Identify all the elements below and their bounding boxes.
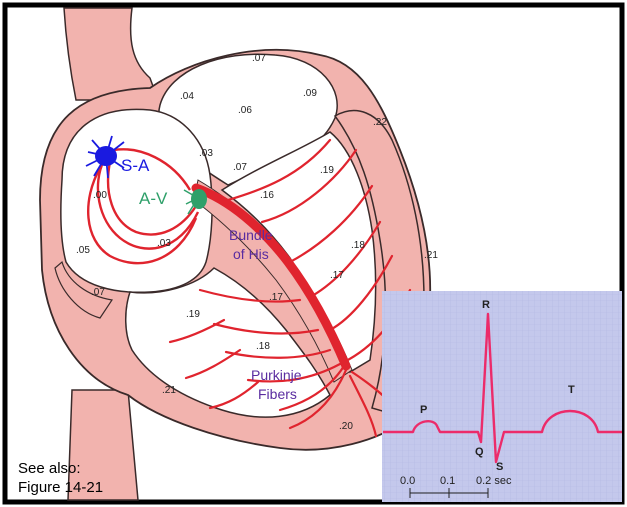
timing-value: .03 <box>157 238 171 249</box>
av-node-label: A-V <box>139 189 168 208</box>
timing-value: .00 <box>93 190 107 201</box>
purkinje-label-line1: Purkinje <box>251 367 302 383</box>
q-wave-label: Q <box>475 446 484 458</box>
ecg-inset: P R Q S T 0.0 0.1 0.2 sec <box>382 291 622 502</box>
timing-value: .21 <box>162 385 176 396</box>
s-wave-label: S <box>496 461 503 473</box>
bundle-label-line1: Bundle <box>229 227 273 243</box>
time-tick-label: 0.0 <box>400 475 415 487</box>
timing-value: .19 <box>320 165 334 176</box>
figure-reference: Figure 14-21 <box>18 479 103 496</box>
timing-value: .04 <box>180 91 194 102</box>
timing-value: .05 <box>76 245 90 256</box>
time-tick-label: 0.2 sec <box>476 475 512 487</box>
av-node-body <box>191 189 207 209</box>
timing-value: .07 <box>233 162 247 173</box>
sa-node-label: S-A <box>121 156 150 175</box>
right-atrium <box>61 109 212 292</box>
purkinje-label-line2: Fibers <box>258 386 297 402</box>
timing-value: .22 <box>373 117 387 128</box>
time-tick-label: 0.1 <box>440 475 455 487</box>
timing-value: .06 <box>238 105 252 116</box>
sa-node-body <box>95 146 117 166</box>
timing-value: .07 <box>252 53 266 64</box>
timing-value: .17 <box>269 292 283 303</box>
timing-value: .07 <box>91 287 105 298</box>
timing-value: .20 <box>339 421 353 432</box>
bundle-label-line2: of His <box>233 246 269 262</box>
see-also-text: See also: <box>18 460 81 477</box>
timing-value: .17 <box>330 270 344 281</box>
p-wave-label: P <box>420 404 427 416</box>
t-wave-label: T <box>568 384 575 396</box>
timing-value: .18 <box>256 341 270 352</box>
timing-value: .09 <box>303 88 317 99</box>
timing-value: .18 <box>351 240 365 251</box>
timing-value: .21 <box>424 250 438 261</box>
timing-value: .16 <box>260 190 274 201</box>
timing-value: .19 <box>186 309 200 320</box>
timing-value: .03 <box>199 148 213 159</box>
r-wave-label: R <box>482 299 490 311</box>
